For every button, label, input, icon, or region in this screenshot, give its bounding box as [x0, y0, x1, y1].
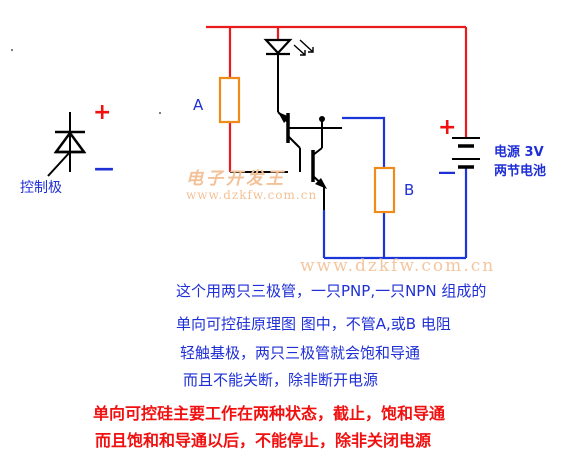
resistor-a-label: A	[193, 96, 204, 114]
led	[263, 38, 314, 112]
battery-cells-label: 两节电池	[494, 164, 547, 179]
pnp-transistor	[230, 111, 342, 173]
watermark-big-url: www.dzkfw.com.cn	[300, 256, 496, 276]
gate-label: 控制极	[20, 180, 62, 196]
conclusion-line-1: 单向可控硅主要工作在两种状态，截止，饱和导通	[93, 404, 446, 423]
battery-plus-sign: +	[438, 115, 457, 140]
scr-symbol	[47, 112, 87, 177]
description-line-3: 轻触基极，两只三极管就会饱和导通	[180, 344, 421, 362]
watermark-logo-url: www.dzkfw.com.cn	[186, 188, 318, 202]
battery	[452, 137, 480, 169]
resistor-b-label: B	[404, 181, 415, 199]
resistor-a	[218, 76, 241, 124]
conclusion-line-2: 而且饱和和导通以后，不能停止，除非关闭电源	[95, 431, 432, 450]
negative-wires	[322, 116, 468, 260]
description-line-1: 这个用两只三极管，一只PNP,一只NPN 组成的	[176, 282, 487, 300]
watermark-logo-cn: 电子开发王	[186, 169, 286, 189]
battery-minus-sign: —	[438, 162, 456, 183]
description-line-2: 单向可控硅原理图 图中，不管A,或B 电阻	[176, 315, 451, 333]
gate-minus-sign: —	[94, 156, 114, 180]
gate-plus-sign: +	[93, 100, 112, 125]
battery-voltage-label: 电源 3V	[494, 145, 544, 160]
positive-wires	[206, 25, 468, 172]
npn-transistor	[311, 116, 327, 210]
resistor-b	[373, 166, 396, 214]
light-emission-arrows	[293, 39, 314, 56]
description-line-4: 而且不能关断，除非断开电源	[183, 371, 379, 389]
